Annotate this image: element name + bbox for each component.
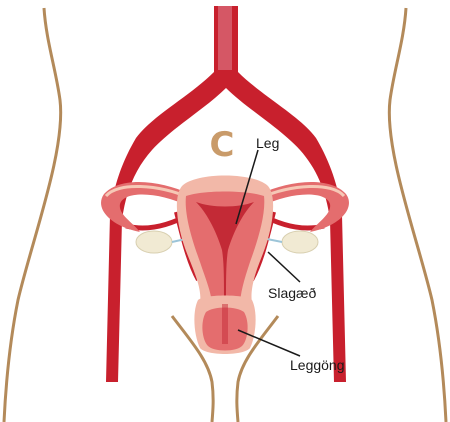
leader-line-artery — [268, 252, 300, 282]
body-outline-left — [4, 8, 61, 422]
aorta-highlight — [218, 6, 232, 70]
label-vagina: Leggöng — [290, 357, 345, 373]
vagina-canal — [222, 304, 228, 344]
c-symbol: C — [210, 125, 235, 165]
label-uterus: Leg — [256, 135, 279, 151]
ovary-right — [282, 231, 318, 253]
label-artery: Slagæð — [268, 285, 316, 301]
ovary-left — [136, 231, 172, 253]
body-outline-right — [389, 8, 446, 422]
